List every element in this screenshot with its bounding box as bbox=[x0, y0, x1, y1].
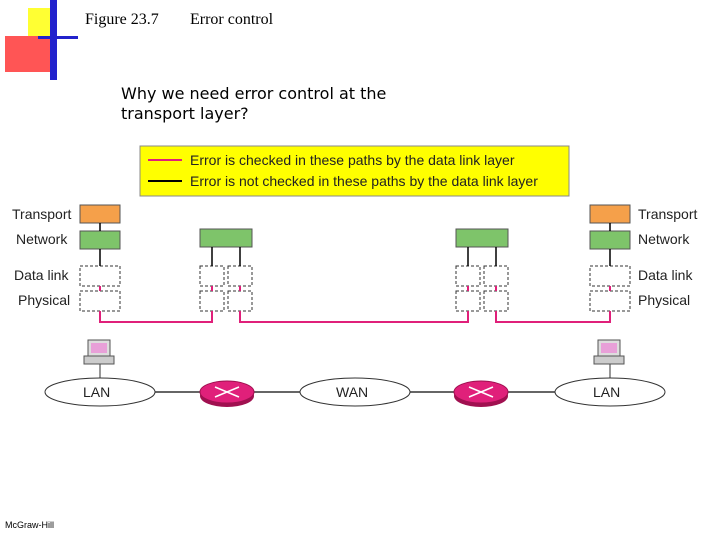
router-icon bbox=[453, 380, 509, 407]
label-transport-left: Transport bbox=[12, 206, 72, 222]
datalink-layer-left bbox=[79, 265, 121, 287]
label-physical-left: Physical bbox=[18, 292, 70, 308]
corner-decoration-blue-v bbox=[50, 0, 57, 80]
lan-right-label: LAN bbox=[593, 384, 620, 400]
legend-checked-label: Error is checked in these paths by the d… bbox=[190, 152, 515, 168]
transport-layer-right bbox=[589, 204, 631, 224]
router2-physical-a bbox=[455, 290, 481, 312]
router-stack-2 bbox=[455, 228, 509, 312]
legend-box bbox=[139, 145, 570, 197]
router1-datalink-b bbox=[227, 265, 253, 287]
footer-publisher: McGraw-Hill bbox=[5, 520, 54, 530]
host-stack-left bbox=[79, 204, 121, 312]
lan-left-label: LAN bbox=[83, 384, 110, 400]
computer-icon bbox=[593, 339, 625, 378]
network-layer-left bbox=[79, 230, 121, 250]
router1-physical-a bbox=[199, 290, 225, 312]
label-network-left: Network bbox=[16, 231, 68, 247]
router1-network-layer bbox=[199, 228, 253, 248]
unchecked-paths bbox=[99, 223, 611, 266]
corner-decoration-red bbox=[5, 36, 51, 72]
router-icon bbox=[199, 380, 255, 407]
figure-title: Error control bbox=[190, 11, 274, 28]
corner-decoration-blue-h bbox=[38, 36, 78, 39]
transport-layer-left bbox=[79, 204, 121, 224]
label-physical-right: Physical bbox=[638, 292, 690, 308]
router-stack-1 bbox=[199, 228, 253, 312]
router1-physical-b bbox=[227, 290, 253, 312]
label-network-right: Network bbox=[638, 231, 690, 247]
router2-network-layer bbox=[455, 228, 509, 248]
router2-datalink-b bbox=[483, 265, 509, 287]
router2-datalink-a bbox=[455, 265, 481, 287]
figure-label: Figure 23.7 bbox=[85, 11, 159, 28]
physical-layer-left bbox=[79, 290, 121, 312]
router1-datalink-a bbox=[199, 265, 225, 287]
datalink-layer-right bbox=[589, 265, 631, 287]
physical-layer-right bbox=[589, 290, 631, 312]
label-datalink-left: Data link bbox=[14, 267, 69, 283]
label-transport-right: Transport bbox=[638, 206, 698, 222]
checked-paths bbox=[99, 286, 611, 323]
network-layer-right bbox=[589, 230, 631, 250]
legend-unchecked-label: Error is not checked in these paths by t… bbox=[190, 173, 538, 189]
computer-icon bbox=[83, 339, 115, 378]
question-text: Why we need error control at the transpo… bbox=[121, 84, 387, 123]
wan-ellipse bbox=[299, 377, 411, 407]
wan-label: WAN bbox=[336, 384, 368, 400]
router2-physical-b bbox=[483, 290, 509, 312]
label-datalink-right: Data link bbox=[638, 267, 693, 283]
